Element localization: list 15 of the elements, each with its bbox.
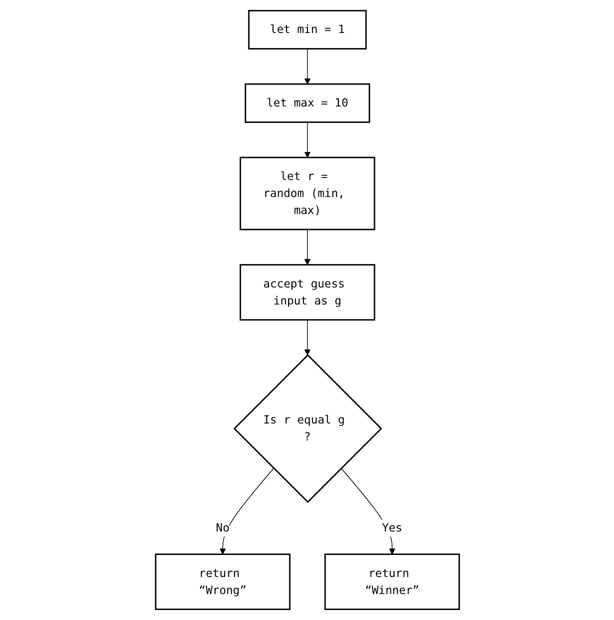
arrow	[304, 320, 310, 356]
node-box: return “Wrong”	[154, 554, 290, 610]
edge-label: No	[215, 521, 230, 534]
arrow	[304, 48, 310, 84]
arrow	[304, 122, 310, 158]
node-box: let min = 1	[248, 10, 366, 50]
node-box: accept guess input as g	[239, 264, 375, 321]
node-box: return “Winner”	[324, 554, 460, 610]
arrow	[219, 468, 274, 555]
node-box: let r = random (min, max)	[239, 156, 375, 230]
arrow	[304, 229, 310, 266]
node-diamond: Is r equal g ?	[232, 354, 382, 504]
edge-label: Yes	[382, 521, 402, 534]
node-box: let max = 10	[244, 83, 370, 123]
arrow	[340, 468, 395, 555]
